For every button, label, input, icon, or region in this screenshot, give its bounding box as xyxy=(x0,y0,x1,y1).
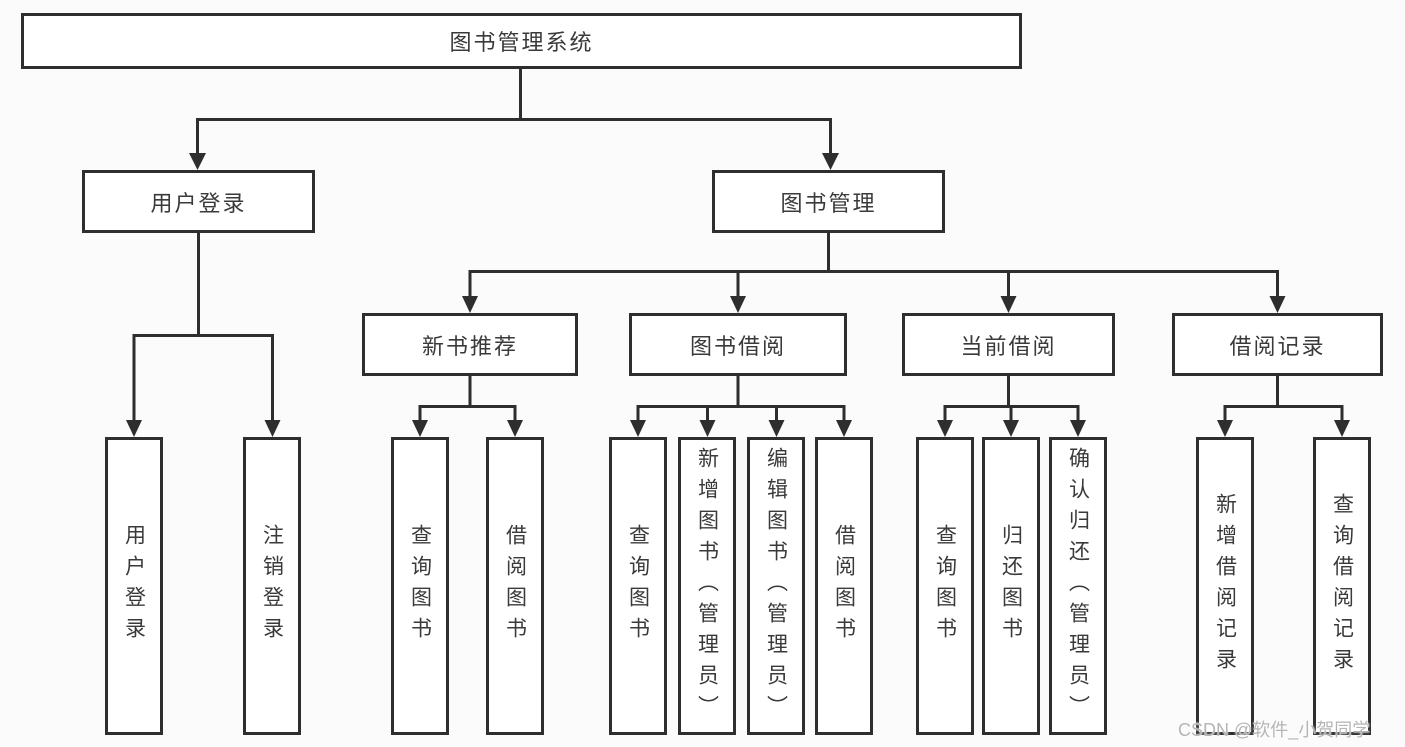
arrow-down-icon xyxy=(1269,296,1286,313)
arrow-down-icon xyxy=(937,420,953,437)
node-leaf-bb-edit: 编辑图书（管理员） xyxy=(747,437,805,735)
arrow-down-icon xyxy=(264,420,281,437)
node-current-borrow: 当前借阅 xyxy=(902,313,1115,376)
node-leaf-rec-borrow: 借阅图书 xyxy=(486,437,544,735)
node-new-book-rec: 新书推荐 xyxy=(362,313,578,376)
node-leaf-login: 用户登录 xyxy=(105,437,163,735)
node-borrow-record: 借阅记录 xyxy=(1172,313,1383,376)
node-leaf-rec-query: 查询图书 xyxy=(391,437,449,735)
node-book-borrow: 图书借阅 xyxy=(629,313,847,376)
node-leaf-bb-borrow: 借阅图书 xyxy=(815,437,873,735)
arrow-down-icon xyxy=(768,420,785,437)
node-leaf-bb-query: 查询图书 xyxy=(609,437,667,735)
node-leaf-br-query: 查询借阅记录 xyxy=(1313,437,1371,735)
arrow-down-icon xyxy=(462,296,478,313)
arrow-down-icon xyxy=(1334,420,1350,437)
node-root: 图书管理系统 xyxy=(21,13,1022,69)
arrow-down-icon xyxy=(630,420,646,437)
arrow-down-icon xyxy=(730,296,746,313)
node-leaf-cb-return: 归还图书 xyxy=(982,437,1040,735)
node-leaf-logout: 注销登录 xyxy=(243,437,301,735)
arrow-down-icon xyxy=(1000,296,1017,313)
arrowheads xyxy=(126,153,1350,437)
arrow-down-icon xyxy=(189,153,206,170)
arrow-down-icon xyxy=(1217,420,1233,437)
arrow-down-icon xyxy=(836,420,852,437)
csdn-watermark: CSDN @软件_小贺同学 xyxy=(1178,720,1371,740)
node-leaf-cb-confirm: 确认归还（管理员） xyxy=(1049,437,1107,735)
node-book-mgmt: 图书管理 xyxy=(712,170,945,233)
arrow-down-icon xyxy=(822,153,839,170)
arrow-down-icon xyxy=(126,420,142,437)
arrow-down-icon xyxy=(699,420,716,437)
arrow-down-icon xyxy=(1003,420,1019,437)
arrow-down-icon xyxy=(412,420,428,437)
node-user-login: 用户登录 xyxy=(82,170,315,233)
node-leaf-bb-add: 新增图书（管理员） xyxy=(678,437,736,735)
arrow-down-icon xyxy=(507,420,523,437)
arrow-down-icon xyxy=(1070,420,1086,437)
node-leaf-br-add: 新增借阅记录 xyxy=(1196,437,1254,735)
node-leaf-cb-query: 查询图书 xyxy=(916,437,974,735)
